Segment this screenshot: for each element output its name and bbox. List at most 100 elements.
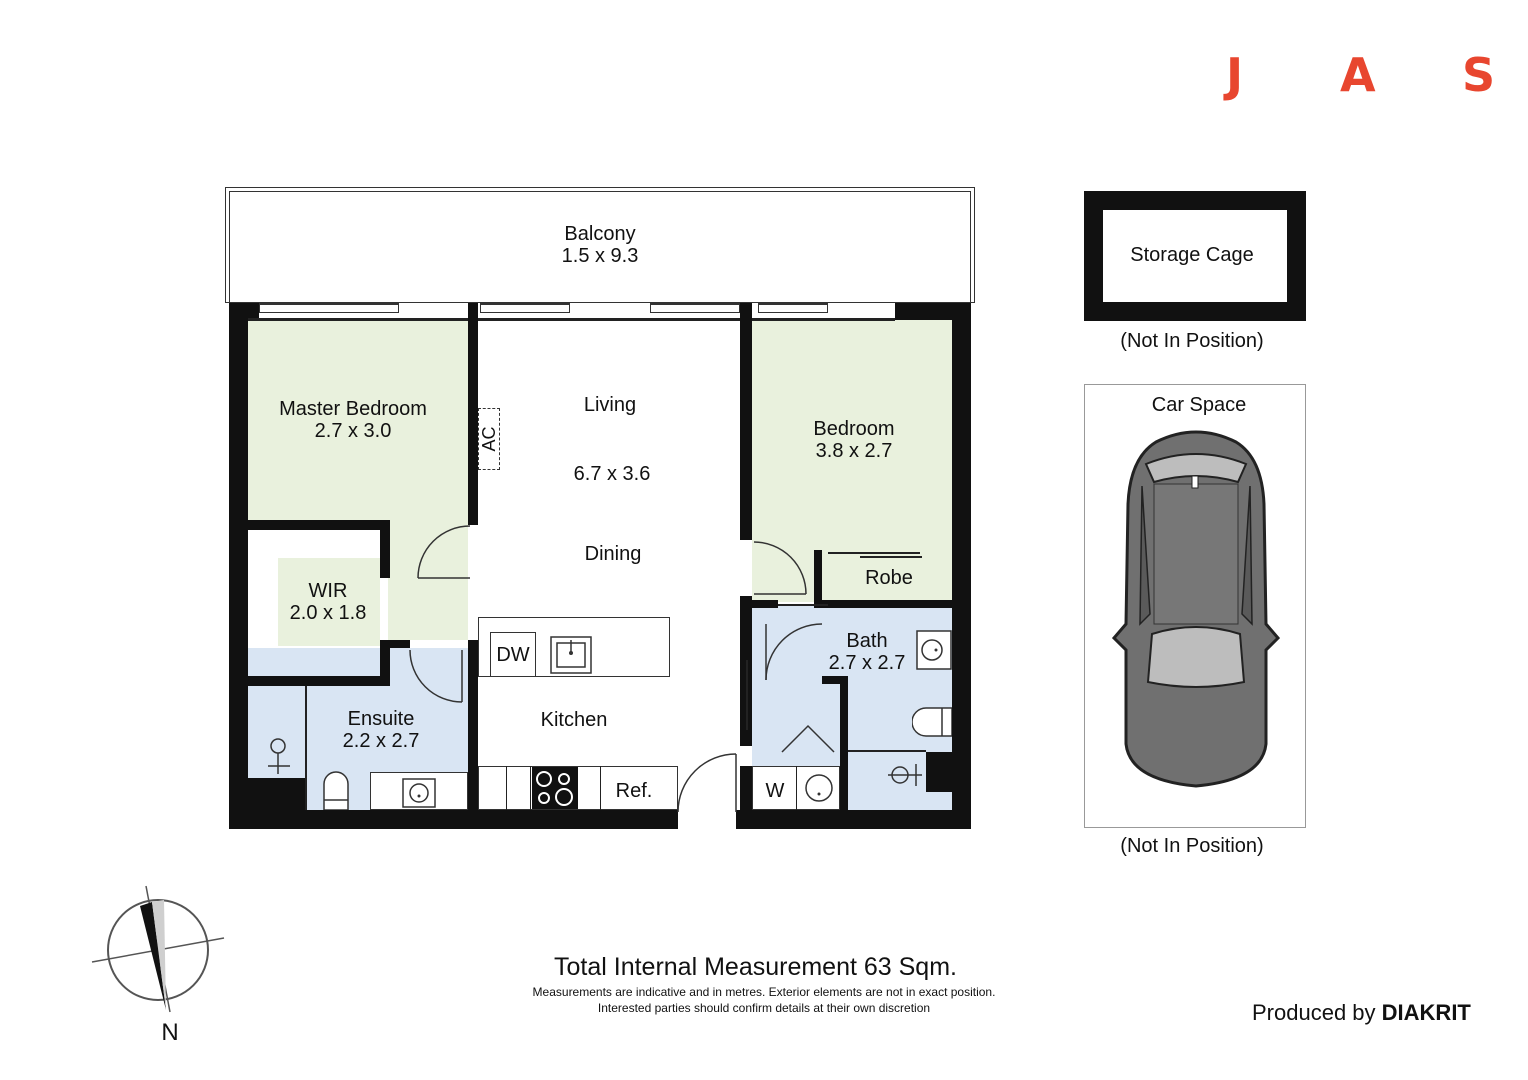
wall-top-corner-right — [895, 303, 971, 320]
fridge-label: Ref. — [615, 780, 653, 802]
master-bedroom-size: 2.7 x 3.0 — [314, 420, 392, 442]
kitchen-island — [478, 617, 670, 677]
disclaimer-line-1: Measurements are indicative and in metre… — [532, 985, 996, 999]
wall-bedroom-robe — [814, 550, 822, 604]
wir-name: WIR — [308, 580, 348, 602]
shower-screen-icon — [781, 724, 835, 753]
washer-label: W — [765, 780, 785, 802]
dining-label: Dining — [584, 543, 642, 565]
balcony-inner-outline — [229, 191, 971, 303]
wall-wir-bottom — [248, 676, 388, 686]
wir-area — [278, 558, 380, 646]
wall-entry-right — [736, 810, 971, 829]
bath-screen-horizontal — [848, 750, 926, 752]
window-living-left — [480, 303, 570, 313]
storage-cage-label: Storage Cage — [1130, 244, 1254, 266]
master-bedroom-label: Master Bedroom 2.7 x 3.0 — [258, 398, 448, 442]
storage-cage-note: (Not In Position) — [1120, 330, 1264, 352]
ensuite-shower-screen — [305, 686, 307, 810]
master-bedroom-area — [248, 320, 468, 520]
bath-size: 2.7 x 2.7 — [828, 652, 906, 674]
storage-cage-inner — [1103, 210, 1287, 302]
wall-left — [229, 303, 248, 829]
window-living-right — [650, 303, 740, 313]
master-bedroom-lower-area — [388, 520, 468, 640]
ensuite-toilet-icon — [323, 771, 349, 810]
wall-top-left — [229, 303, 259, 320]
robe-area — [822, 555, 950, 602]
wall-master-living — [468, 303, 478, 525]
car-space — [1084, 384, 1306, 828]
produced-by-text: Produced by — [1252, 1000, 1376, 1025]
entry-door-gap — [678, 810, 736, 829]
kitchen-label: Kitchen — [540, 709, 608, 731]
ensuite-name: Ensuite — [347, 708, 415, 730]
kitchen-sink-icon — [550, 636, 592, 674]
bedroom-door-swing — [753, 541, 807, 595]
logo-letter-s: S — [1462, 48, 1496, 102]
kitchen-counter — [478, 766, 678, 810]
wall-bath-inner-vert — [840, 676, 848, 810]
master-door-swing — [417, 525, 471, 579]
ensuite-size: 2.2 x 2.7 — [342, 730, 420, 752]
cooktop-icon — [532, 767, 578, 809]
bath-label: Bath 2.7 x 2.7 — [818, 630, 916, 674]
wir-label: WIR 2.0 x 1.8 — [278, 580, 378, 624]
dishwasher — [490, 632, 536, 677]
wall-bottom-left-block — [229, 778, 307, 829]
wall-living-bedroom — [740, 303, 752, 540]
bath-basin-icon — [916, 630, 952, 670]
ensuite-shower-icon — [268, 738, 290, 774]
bath-shower-icon — [888, 764, 922, 786]
wall-bath-bottom-left — [740, 766, 752, 810]
wall-bath-inner — [822, 676, 848, 684]
wall-wir-right-lower — [380, 640, 390, 686]
ensuite-label: Ensuite 2.2 x 2.7 — [326, 708, 436, 752]
car-icon — [1112, 430, 1280, 788]
bath-door-swing — [765, 623, 823, 681]
wall-kitchen-left — [468, 640, 478, 810]
wall-wir-right — [380, 520, 390, 578]
window-master — [259, 303, 399, 313]
ensuite-door-swing — [409, 649, 463, 703]
disclaimer-line-2: Interested parties should confirm detail… — [597, 1001, 931, 1015]
wall-robe-bottom — [814, 600, 952, 608]
wall-ensuite-top — [380, 640, 410, 648]
produced-by: Produced by DIAKRIT — [1252, 1000, 1471, 1026]
logo-letter-j: J — [1226, 48, 1244, 102]
wir-size: 2.0 x 1.8 — [289, 602, 367, 624]
laundry-divider — [796, 766, 797, 810]
bedroom-label: Bedroom 3.8 x 2.7 — [794, 418, 914, 462]
master-bedroom-name: Master Bedroom — [279, 398, 427, 420]
storage-cage — [1084, 191, 1306, 321]
wall-bath-right-lower — [926, 752, 952, 792]
dishwasher-label: DW — [496, 644, 530, 666]
living-label: Living — [583, 394, 637, 416]
ac-label: AC — [479, 426, 499, 452]
car-space-label: Car Space — [1151, 394, 1247, 416]
bath-screen-left — [746, 660, 748, 730]
ensuite-basin-icon — [402, 778, 436, 808]
laundry-basin-icon — [805, 774, 833, 802]
compass-icon — [91, 885, 225, 1013]
compass-north-label: N — [161, 1019, 179, 1046]
window-bedroom — [758, 303, 828, 313]
bath-toilet-icon — [912, 707, 952, 737]
car-space-note: (Not In Position) — [1120, 835, 1264, 857]
producer-name: DIAKRIT — [1381, 1000, 1471, 1025]
ac-unit — [478, 408, 500, 470]
total-measurement: Total Internal Measurement 63 Sqm. — [554, 953, 957, 981]
robe-sliding-door — [828, 552, 920, 554]
bedroom-name: Bedroom — [813, 418, 895, 440]
wall-wir-top — [248, 520, 388, 530]
bedroom-size: 3.8 x 2.7 — [815, 440, 893, 462]
robe-label: Robe — [865, 567, 913, 589]
robe-sliding-door-2 — [860, 556, 922, 558]
bath-sliding-door — [778, 604, 828, 606]
counter-divider-1 — [506, 766, 507, 810]
balcony-name: Balcony — [564, 223, 636, 245]
wall-bath-top — [752, 600, 778, 608]
logo-letter-a: A — [1340, 48, 1376, 102]
living-size: 6.7 x 3.6 — [573, 463, 651, 485]
